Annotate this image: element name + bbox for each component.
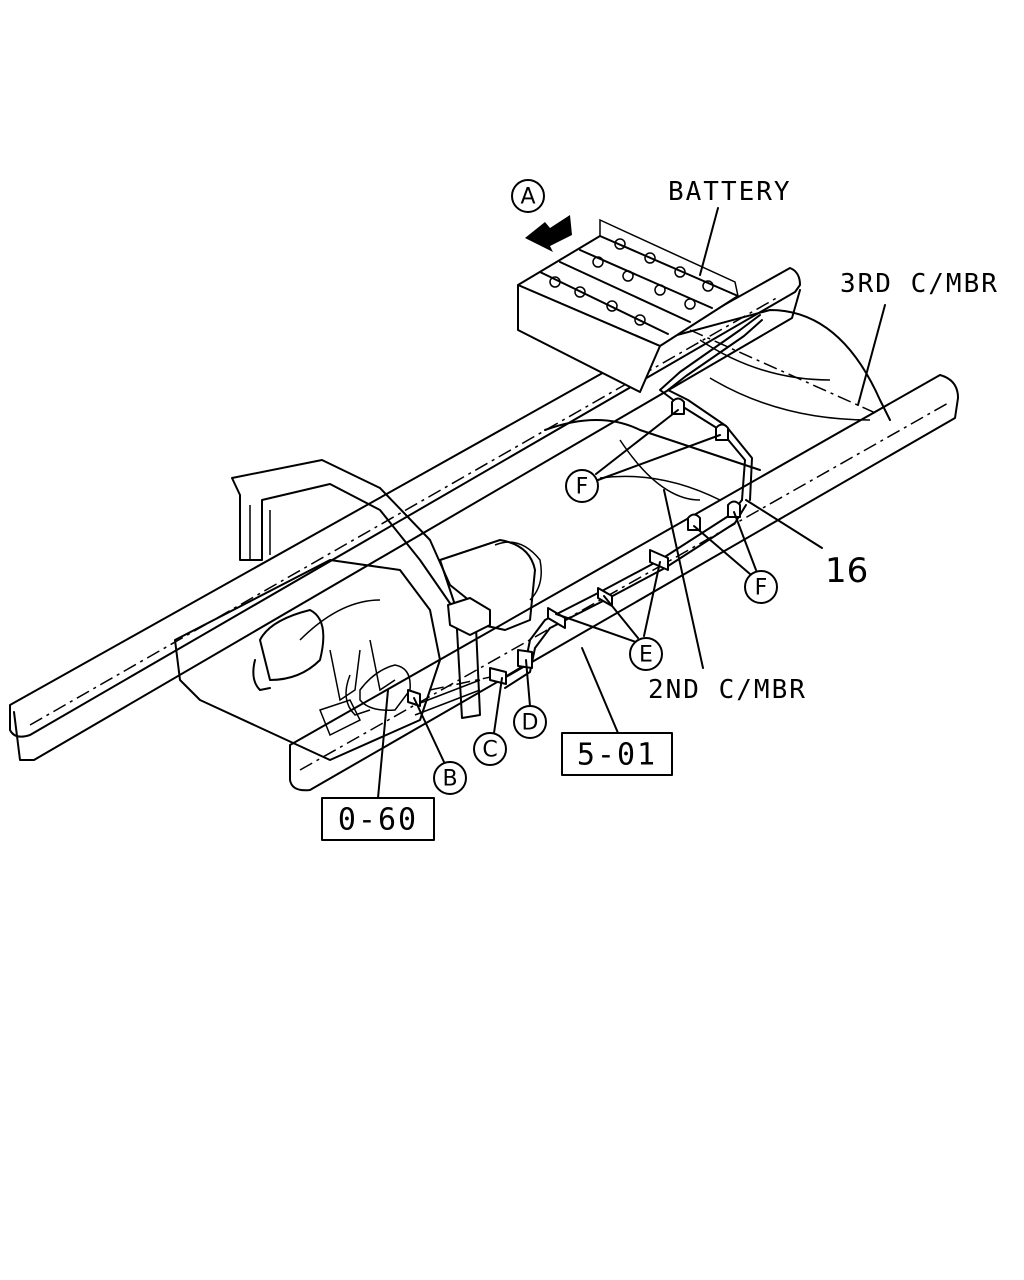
third-crossmember-label: 3RD C/MBR	[840, 269, 999, 299]
callout-label-f-upper: F	[576, 475, 589, 500]
callout-d: D	[513, 659, 547, 739]
callout-circle-f-upper	[565, 469, 599, 503]
reference-box-0-60-frame	[321, 797, 435, 841]
view-letter-a: A	[520, 185, 535, 210]
third-crossmember-label-group: 3RD C/MBR	[840, 269, 999, 406]
callout-label-f-lower: F	[755, 576, 768, 601]
callout-c: C	[473, 677, 507, 766]
battery-label-group: BATTERY	[668, 177, 792, 276]
arrow-icon	[525, 215, 572, 252]
right-frame-rail	[289, 374, 959, 792]
callout-circle-e	[629, 637, 663, 671]
reference-box-5-01-frame	[561, 732, 673, 776]
callout-label-e: E	[639, 643, 653, 668]
callout-circle-d	[513, 705, 547, 739]
callout-circle-b	[433, 761, 467, 795]
callout-f-upper: F	[565, 409, 721, 503]
left-frame-rail	[9, 267, 801, 761]
callout-circle-c	[473, 732, 507, 766]
callout-label-c: C	[482, 738, 497, 763]
callout-f-lower: F	[693, 511, 778, 604]
callout-b: B	[413, 697, 467, 795]
reference-label-0-60: 0-60	[338, 803, 418, 838]
callout-circle-f-lower	[744, 570, 778, 604]
callout-label-b: B	[442, 767, 457, 792]
reference-box-5-01: 5-01	[561, 647, 673, 776]
part-number-label: 16	[825, 551, 868, 591]
callout-e: E	[555, 561, 663, 671]
transmission	[174, 539, 542, 761]
second-crossmember	[544, 419, 761, 501]
part-number-group: 16	[745, 499, 868, 591]
battery-label: BATTERY	[668, 177, 792, 207]
harness-clips	[407, 397, 741, 707]
second-crossmember-label-group: 2ND C/MBR	[648, 489, 807, 705]
battery-box	[517, 218, 739, 393]
callout-label-d: D	[522, 711, 539, 736]
reference-label-5-01: 5-01	[577, 738, 657, 773]
reference-box-0-60: 0-60	[321, 689, 435, 841]
callout-circle-a	[511, 179, 545, 213]
view-arrow-a: A	[511, 179, 572, 252]
second-crossmember-label: 2ND C/MBR	[648, 675, 807, 705]
